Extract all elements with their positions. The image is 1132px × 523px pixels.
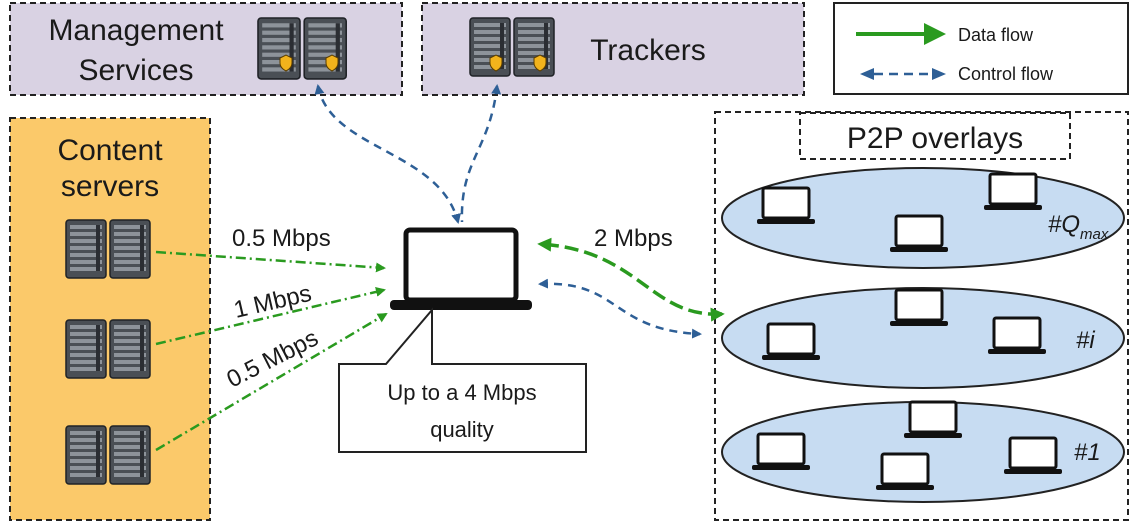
p2p-label: P2P overlays xyxy=(847,122,1023,155)
data-flow-server2 xyxy=(155,286,386,346)
management-services-box: Management Services xyxy=(9,2,403,96)
content-label-line1: Content xyxy=(57,134,163,167)
overlay-i-label: #i xyxy=(1076,327,1095,354)
p2p-label-box xyxy=(799,112,1071,160)
overlay-ellipse-i xyxy=(721,287,1125,389)
legend-control-flow-arrowhead-right xyxy=(932,68,946,80)
callout-line1: Up to a 4 Mbps xyxy=(387,380,536,405)
legend-data-flow-label: Data flow xyxy=(958,25,1034,45)
overlay-1-laptop-4 xyxy=(874,452,936,492)
quality-callout: Up to a 4 Mbps quality xyxy=(338,307,587,453)
content-label-line2: servers xyxy=(61,170,159,203)
control-flow-management xyxy=(314,84,461,224)
data-flow-server1 xyxy=(155,250,386,273)
link-label-p2p: 2 Mbps xyxy=(594,225,673,252)
callout-line2: quality xyxy=(430,417,494,442)
overlay-qmax-laptop-1 xyxy=(755,186,817,226)
management-label-line2: Services xyxy=(78,54,193,87)
client-laptop-icon xyxy=(390,227,532,310)
overlay-qmax-laptop-3 xyxy=(888,214,950,254)
management-shield-icons xyxy=(279,54,339,72)
trackers-shield-icons xyxy=(489,54,547,72)
legend-control-flow-label: Control flow xyxy=(958,64,1054,84)
legend-data-flow-arrowhead xyxy=(924,23,946,45)
content-servers-box: Content servers xyxy=(9,117,211,521)
overlay-qmax-laptop-2 xyxy=(982,172,1044,212)
data-flow-server3 xyxy=(155,312,388,452)
trackers-label: Trackers xyxy=(590,34,706,67)
overlay-qmax-prefix: #Q xyxy=(1048,211,1080,238)
overlay-1-laptop-3 xyxy=(1002,436,1064,476)
link-label-server1: 0.5 Mbps xyxy=(232,225,331,252)
trackers-box: Trackers xyxy=(421,2,805,96)
link-label-server2: 1 Mbps xyxy=(231,280,314,324)
data-flow-p2p xyxy=(537,237,725,322)
overlay-i-laptop-3 xyxy=(986,316,1048,356)
p2p-overlays-region: P2P overlays #Qmax #i #1 xyxy=(714,111,1129,521)
overlay-1-laptop-1 xyxy=(902,400,964,440)
overlay-1-laptop-2 xyxy=(750,432,812,472)
overlay-1-label: #1 xyxy=(1074,439,1101,466)
legend: Data flow Control flow xyxy=(833,2,1129,95)
management-label-line1: Management xyxy=(48,14,224,47)
control-flow-trackers xyxy=(460,84,502,223)
overlay-qmax-sub: max xyxy=(1080,226,1109,243)
control-flow-p2p xyxy=(538,278,702,339)
overlay-i-laptop-2 xyxy=(760,322,822,362)
legend-control-flow-arrowhead-left xyxy=(860,68,874,80)
overlay-i-laptop-1 xyxy=(888,288,950,328)
overlay-qmax-label: #Qmax xyxy=(1048,211,1109,243)
link-label-server3: 0.5 Mbps xyxy=(222,324,322,393)
